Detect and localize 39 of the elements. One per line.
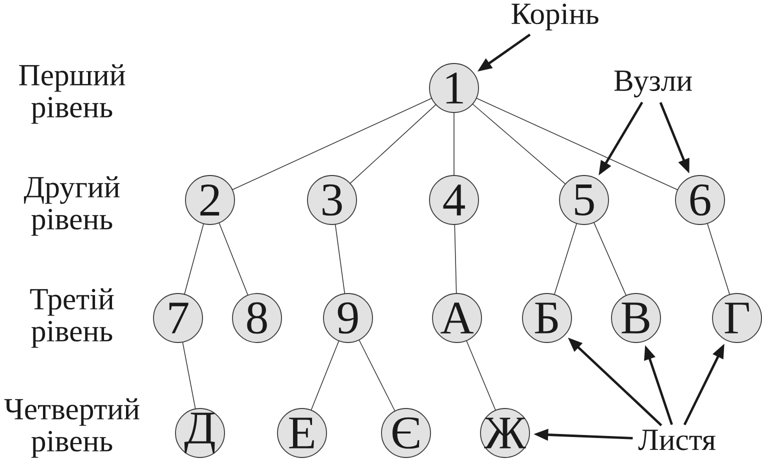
- branch-line: [184, 223, 204, 295]
- tree-node: Є: [381, 408, 431, 458]
- branch-line: [554, 222, 578, 296]
- tree-node: 1: [429, 63, 479, 113]
- tree-node: Г: [712, 293, 762, 343]
- level-label: Третій рівень: [30, 288, 114, 348]
- branch-line: [706, 222, 730, 296]
- tree-node: 8: [232, 293, 282, 343]
- branch-line: [466, 340, 496, 411]
- tree-node: 4: [429, 175, 479, 225]
- tree-node: А: [432, 293, 482, 343]
- branch-line: [476, 98, 678, 190]
- branch-line: [218, 222, 248, 296]
- branch-line: [232, 98, 432, 190]
- tree-node: Е: [277, 408, 327, 458]
- branch-line: [182, 342, 196, 410]
- tree-node: 9: [323, 293, 373, 343]
- tree-node: 6: [675, 175, 725, 225]
- tree-node: 3: [307, 175, 357, 225]
- level-label: Другий рівень: [24, 176, 120, 236]
- tree-node: Ж: [480, 408, 530, 458]
- level-label: Перший рівень: [19, 64, 126, 124]
- branch-line: [334, 224, 346, 294]
- tree-node: 2: [185, 175, 235, 225]
- level-label: Четвертий рівень: [4, 398, 140, 458]
- branch-line: [350, 104, 436, 184]
- tree-node: Б: [522, 293, 572, 343]
- callout-label: Листя: [638, 430, 716, 450]
- tree-node: 5: [559, 175, 609, 225]
- branch-line: [454, 224, 457, 294]
- branch-line: [594, 222, 627, 296]
- tree-node: 7: [153, 293, 203, 343]
- branch-line: [358, 339, 396, 412]
- branch-line: [472, 104, 566, 184]
- tree-node: Д: [175, 408, 225, 458]
- tree-node: В: [611, 293, 661, 343]
- callout-label: Вузли: [614, 70, 692, 98]
- callout-label: Корінь: [512, 4, 598, 30]
- branch-line: [310, 340, 340, 411]
